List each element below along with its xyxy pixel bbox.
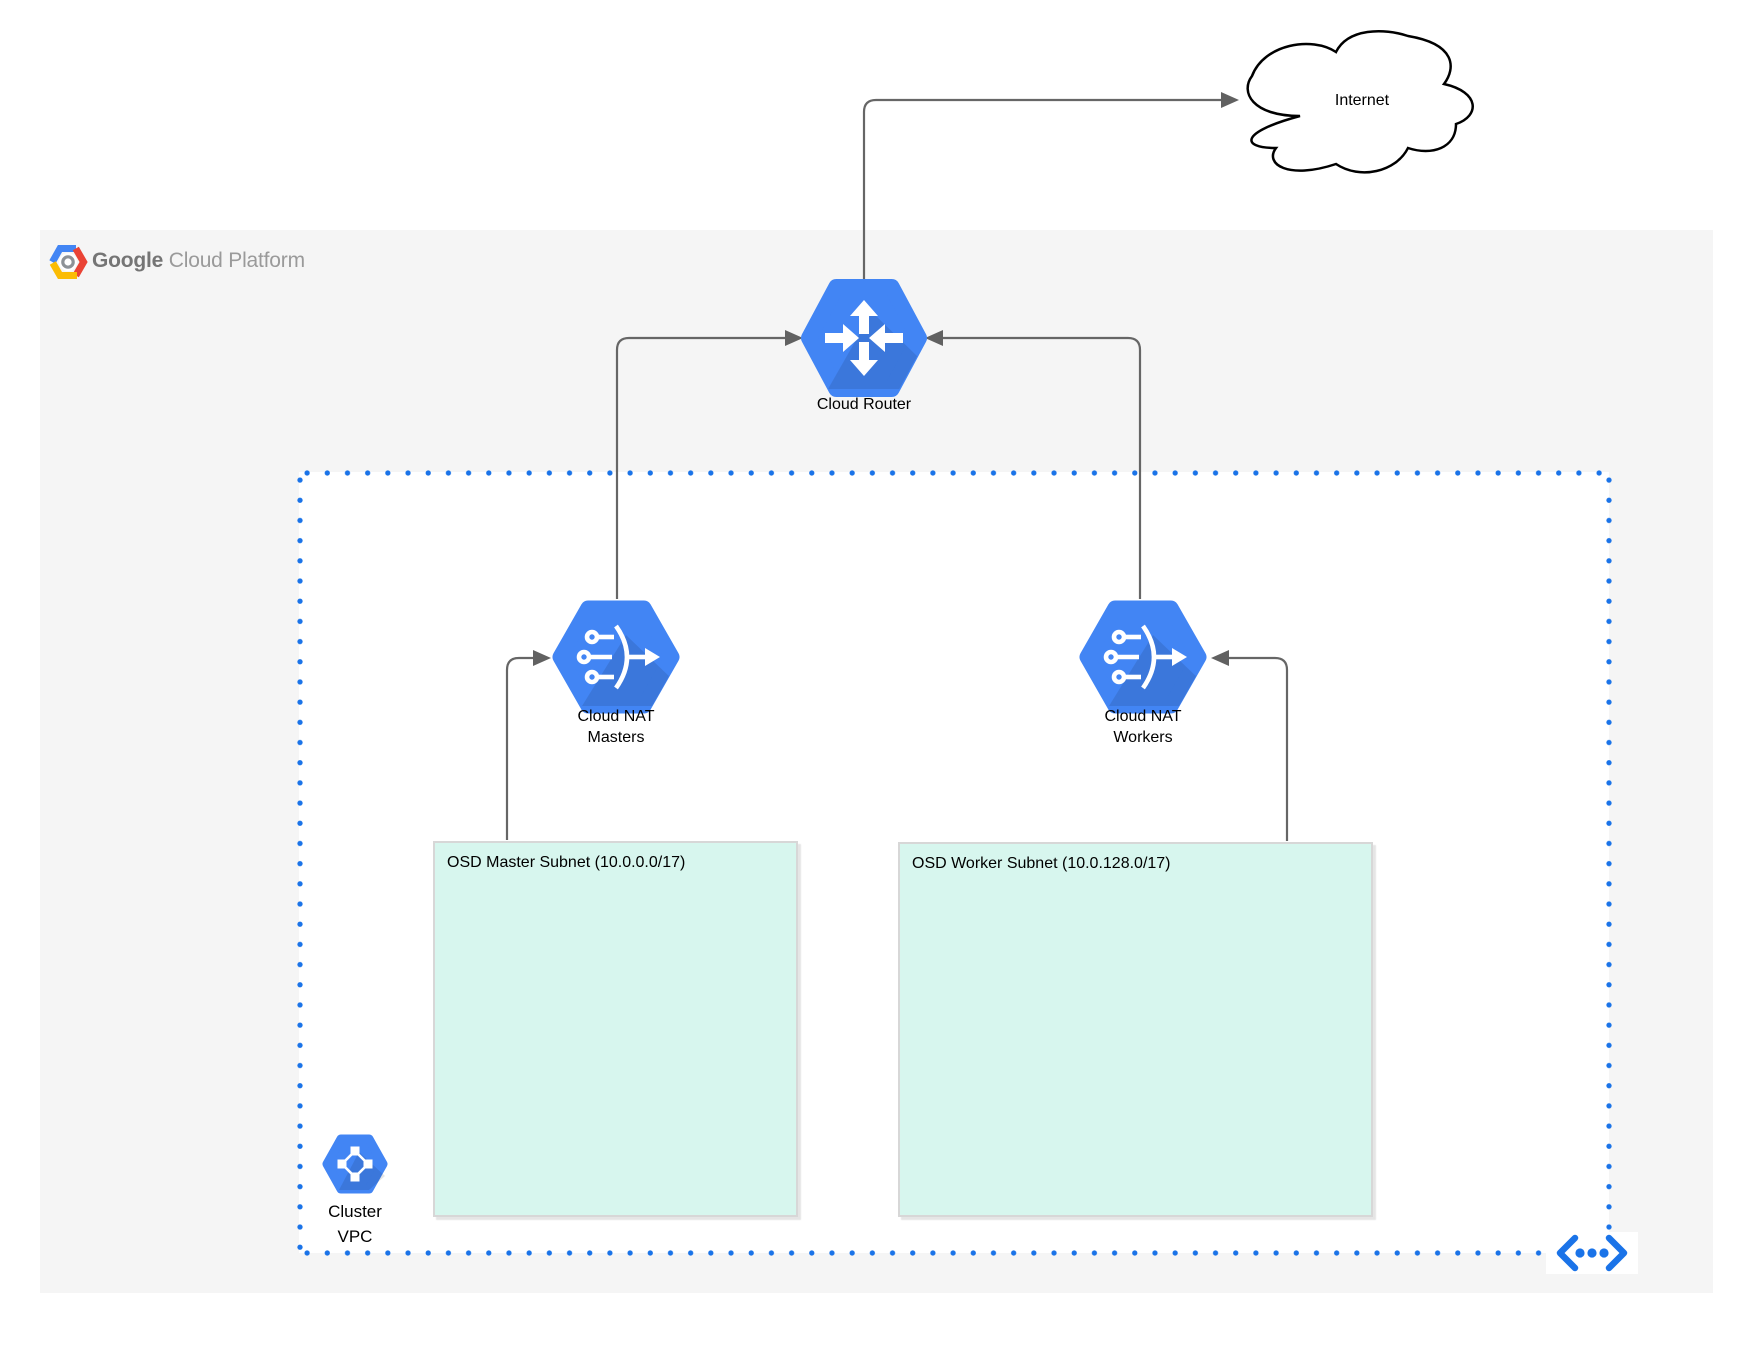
vpc-border-right — [1606, 470, 1612, 1256]
osd-worker-subnet-label: OSD Worker Subnet (10.0.128.0/17) — [912, 855, 1171, 872]
osd-master-subnet-label: OSD Master Subnet (10.0.0.0/17) — [447, 854, 686, 871]
gcp-logo-text: Google Cloud Platform — [92, 249, 305, 273]
vpc-border-bottom — [297, 1250, 1612, 1256]
osd-master-subnet-box — [433, 841, 798, 1217]
cloud-nat-masters-line1: Cloud NAT — [577, 708, 655, 725]
cloud-router-label: Cloud Router — [816, 396, 912, 413]
vpc-border-left — [297, 470, 303, 1256]
cloud-nat-masters-line2: Masters — [587, 729, 645, 746]
cloud-nat-masters-label: Cloud NAT Masters — [577, 706, 654, 748]
cloud-nat-workers-line2: Workers — [1113, 729, 1173, 746]
cluster-vpc-line1: Cluster — [328, 1202, 382, 1221]
osd-worker-subnet-box — [898, 842, 1373, 1217]
cloud-nat-workers-label: Cloud NAT Workers — [1104, 706, 1181, 748]
cluster-vpc-label: Cluster VPC — [328, 1199, 382, 1249]
internet-label: Internet — [1334, 92, 1390, 109]
cloud-nat-workers-line1: Cloud NAT — [1104, 708, 1182, 725]
cluster-vpc-line2: VPC — [337, 1227, 373, 1246]
vpc-border-top — [297, 470, 1612, 476]
gcp-logo-brand: Google — [92, 249, 164, 272]
gcp-logo-product: Cloud Platform — [168, 249, 305, 272]
